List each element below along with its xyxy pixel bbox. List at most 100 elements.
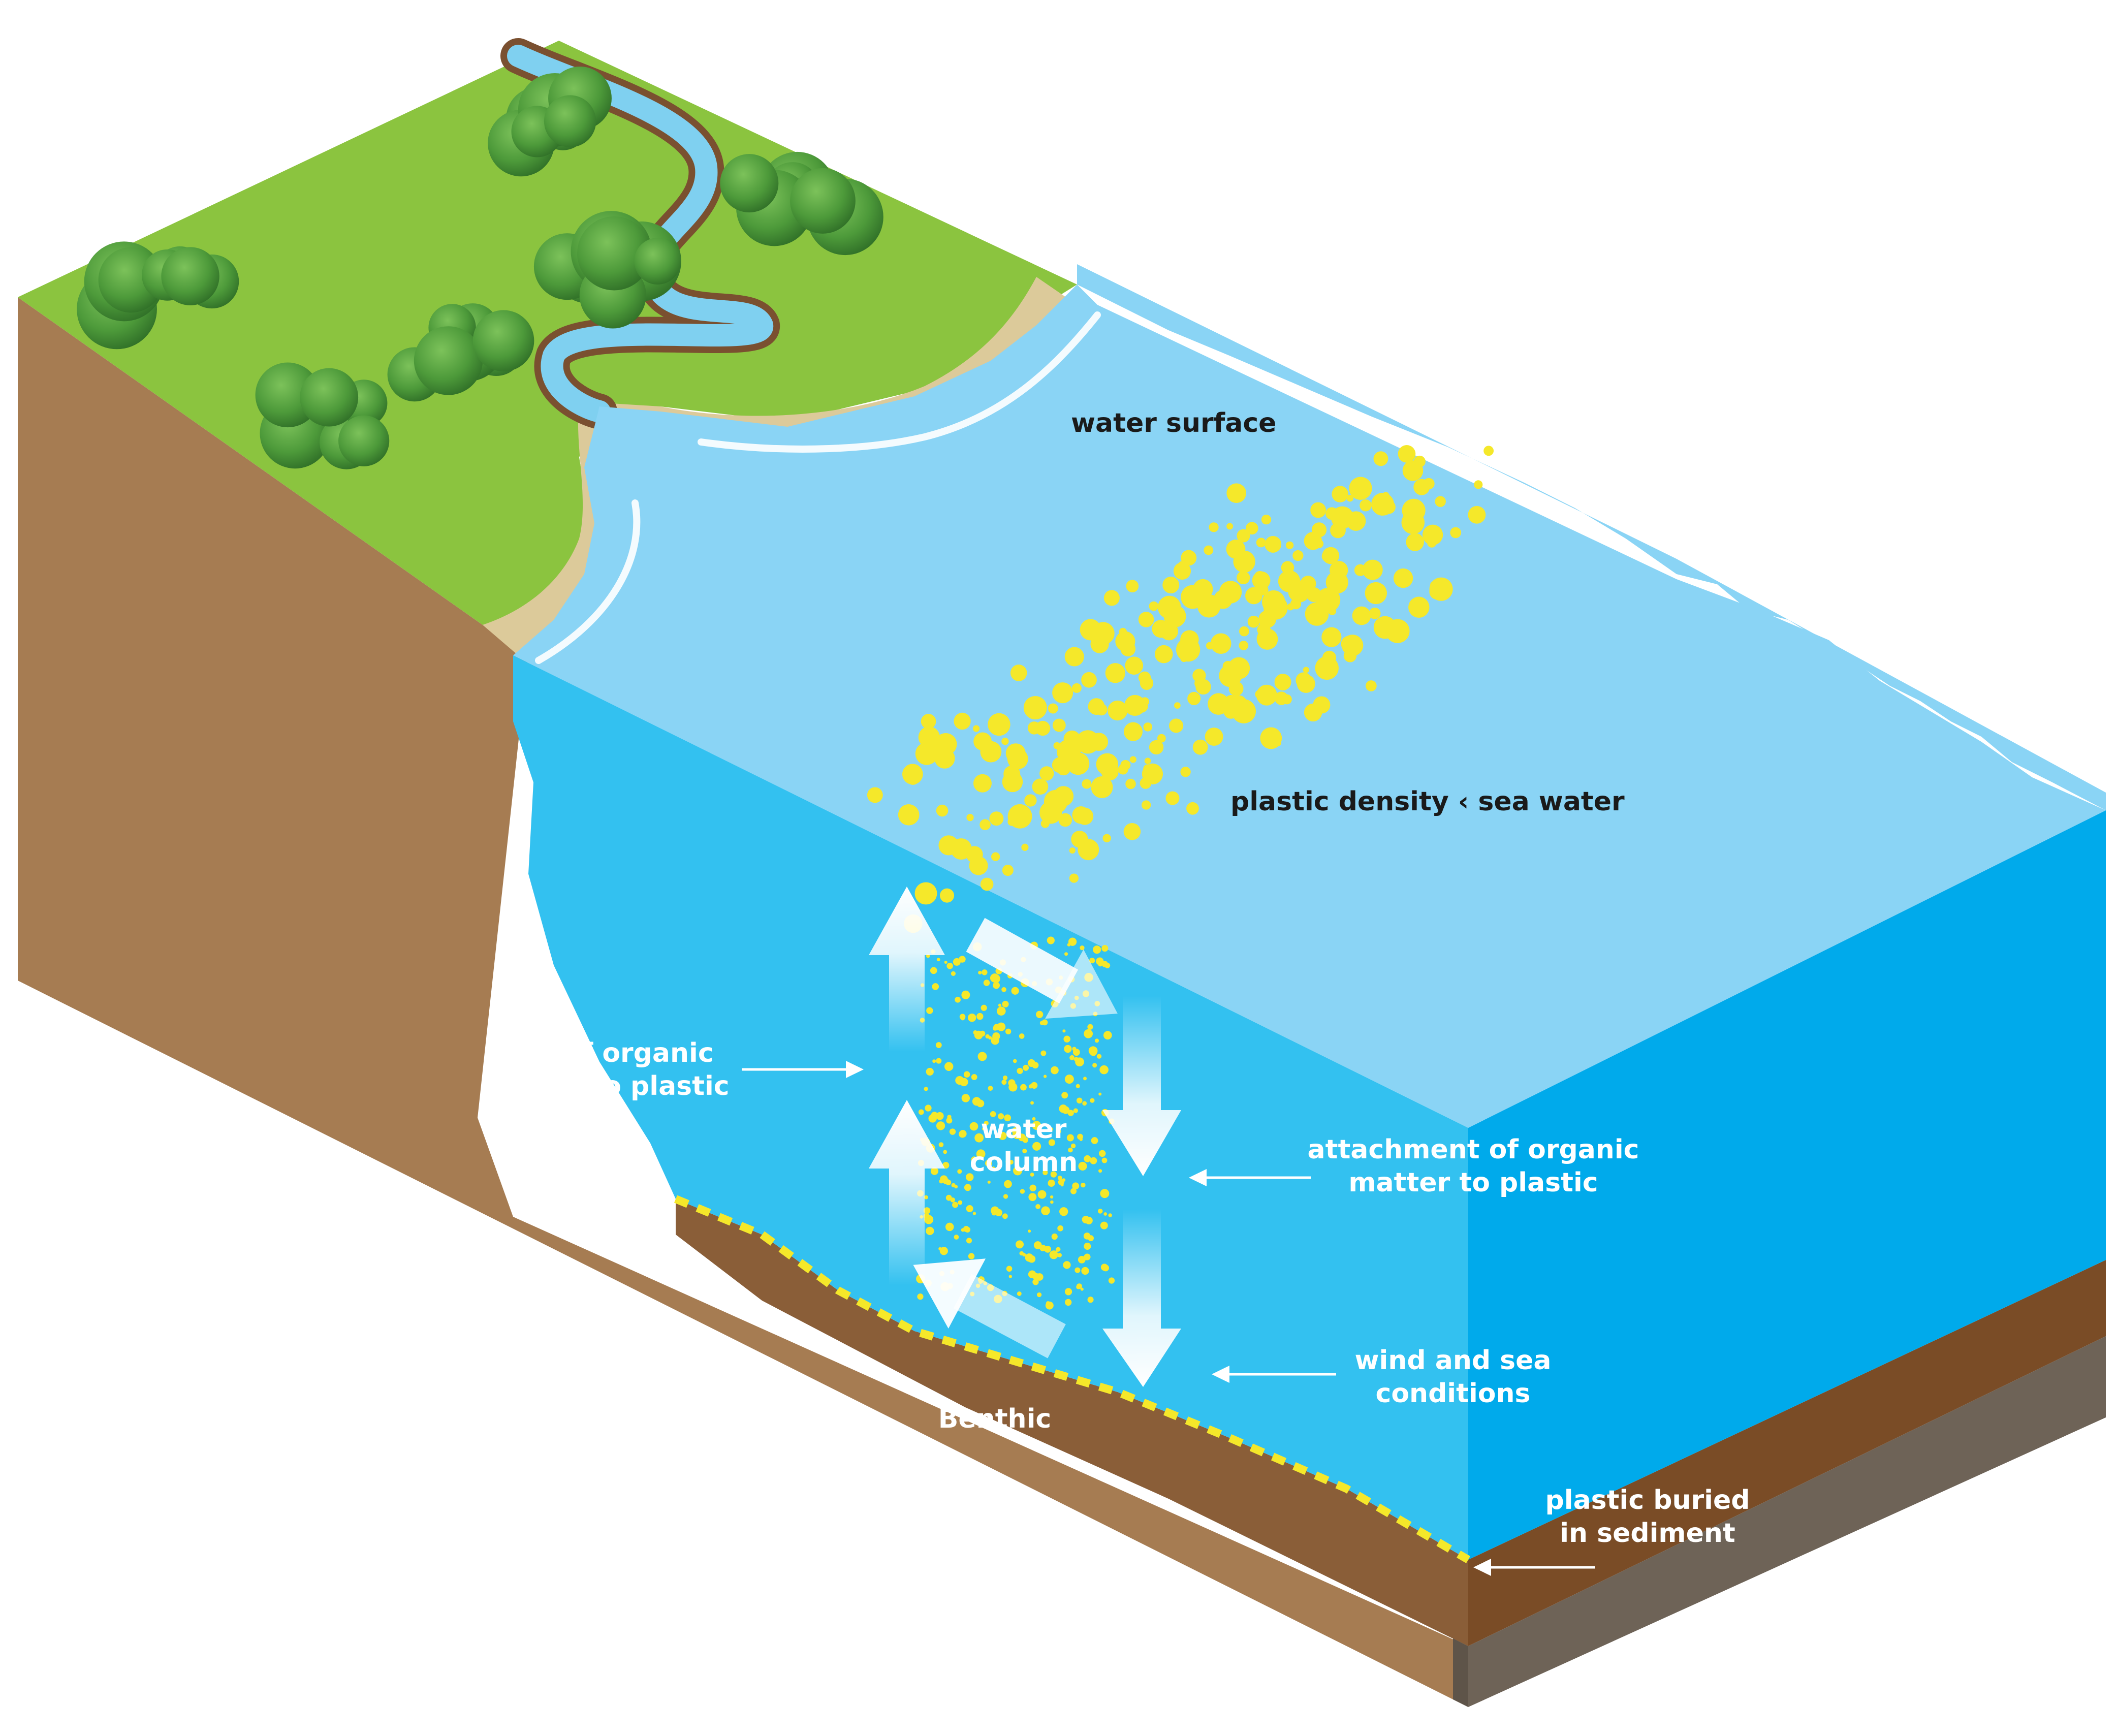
plastic-particle: [1002, 1213, 1008, 1219]
plastic-particle: [998, 1003, 1002, 1007]
plastic-particle: [1012, 1130, 1022, 1140]
plastic-particle: [925, 1104, 932, 1112]
plastic-particle: [1052, 757, 1068, 773]
plastic-particle: [1057, 1253, 1062, 1257]
plastic-particle: [966, 813, 974, 822]
benthic-sediment: [676, 1199, 1468, 1646]
plastic-particle: [976, 1013, 984, 1020]
plastic-particle: [1413, 479, 1430, 495]
plastic-particle: [1186, 802, 1199, 815]
plastic-particle: [1094, 1038, 1099, 1043]
plastic-particle: [1039, 766, 1054, 781]
plastic-particle: [1176, 638, 1200, 662]
tree-icon: [634, 238, 681, 285]
plastic-particle: [1101, 1157, 1108, 1163]
plastic-particle: [984, 1121, 989, 1126]
plastic-particle: [1129, 756, 1136, 763]
plastic-particle: [946, 963, 953, 969]
plastic-particle: [898, 804, 920, 826]
water-right-face: [1468, 810, 2106, 1560]
plastic-particle: [1013, 1059, 1017, 1063]
plastic-particle: [1100, 1221, 1108, 1229]
plastic-particle: [1310, 502, 1326, 518]
plastic-particle: [1061, 1092, 1068, 1099]
plastic-particle: [1023, 1064, 1029, 1071]
plastic-particle: [977, 1052, 987, 1061]
plastic-particle: [981, 1004, 987, 1011]
plastic-particle: [1261, 515, 1272, 525]
plastic-particle: [1091, 1137, 1098, 1144]
plastic-particle: [958, 1200, 963, 1205]
plastic-particle: [1157, 734, 1166, 743]
plastic-particle: [1192, 739, 1208, 755]
plastic-particle: [1023, 696, 1047, 720]
plastic-particle: [1398, 445, 1416, 463]
plastic-particle: [1090, 733, 1109, 751]
plastic-particle: [1098, 1092, 1102, 1096]
plastic-particle: [1483, 446, 1494, 456]
tree-icon: [161, 247, 219, 305]
plastic-particle: [1149, 740, 1164, 755]
plastic-particle: [1346, 494, 1354, 502]
plastic-particle: [1103, 1031, 1112, 1040]
plastic-particle: [1001, 1080, 1007, 1085]
plastic-particle: [1141, 800, 1151, 810]
plastic-particle: [1053, 786, 1074, 807]
label-attach-line1: attachment of organic: [1308, 1134, 1639, 1165]
plastic-particle: [1143, 764, 1153, 774]
plastic-particle: [1287, 603, 1294, 611]
plastic-particle: [1028, 1229, 1031, 1233]
plastic-particle: [1062, 1029, 1066, 1033]
plastic-particle: [979, 1030, 986, 1037]
plastic-particle: [1260, 727, 1282, 749]
plastic-particle: [1180, 767, 1191, 777]
plastic-particle: [1055, 1248, 1059, 1252]
water-surface-edge: [1077, 264, 2106, 810]
plastic-particle: [1059, 1207, 1068, 1216]
plastic-particle: [961, 990, 970, 999]
water-front-face: [513, 655, 1468, 1560]
plastic-particle: [1316, 587, 1341, 612]
plastic-particle: [1008, 1275, 1012, 1278]
plastic-particle: [996, 1006, 1006, 1016]
plastic-particle: [1035, 1204, 1040, 1209]
plastic-particle: [1205, 728, 1223, 746]
plastic-particle: [1082, 1101, 1087, 1106]
tree-icon: [790, 168, 856, 234]
plastic-particle: [1227, 657, 1250, 679]
plastic-particle: [914, 882, 937, 905]
plastic-particle: [1162, 576, 1180, 593]
plastic-particle: [1064, 1288, 1072, 1296]
plastic-particle: [1028, 1270, 1036, 1279]
plastic-particle: [1257, 623, 1271, 637]
plastic-particle: [949, 1128, 956, 1135]
plastic-particle: [1174, 702, 1181, 709]
shore-wave: [698, 311, 1101, 453]
plastic-particle: [993, 1026, 997, 1031]
plastic-particle: [1108, 1213, 1112, 1217]
plastic-particle: [1429, 584, 1445, 600]
plastic-particle: [1069, 847, 1076, 854]
plastic-particle: [939, 1247, 948, 1255]
plastic-particle: [1274, 691, 1288, 705]
plastic-particle: [1063, 1035, 1070, 1043]
label-wind-line2: conditions: [1376, 1378, 1531, 1409]
plastic-particle: [924, 1215, 934, 1224]
plastic-particle: [1427, 538, 1437, 548]
plastic-particle: [1065, 1299, 1072, 1306]
plastic-particle: [1039, 801, 1062, 824]
plastic-particle: [961, 1094, 970, 1102]
river: [507, 45, 773, 423]
plastic-particle: [1071, 683, 1082, 693]
plastic-particle: [1330, 522, 1346, 539]
plastic-particle: [1027, 1059, 1035, 1067]
tree-icon: [414, 326, 483, 395]
plastic-particle: [1073, 1108, 1078, 1113]
plastic-particle: [940, 1175, 948, 1183]
plastic-particle: [947, 1115, 952, 1119]
plastic-particle: [951, 971, 956, 976]
plastic-particle: [1206, 642, 1214, 650]
plastic-particle: [1285, 541, 1294, 549]
plastic-particle: [945, 1194, 952, 1201]
